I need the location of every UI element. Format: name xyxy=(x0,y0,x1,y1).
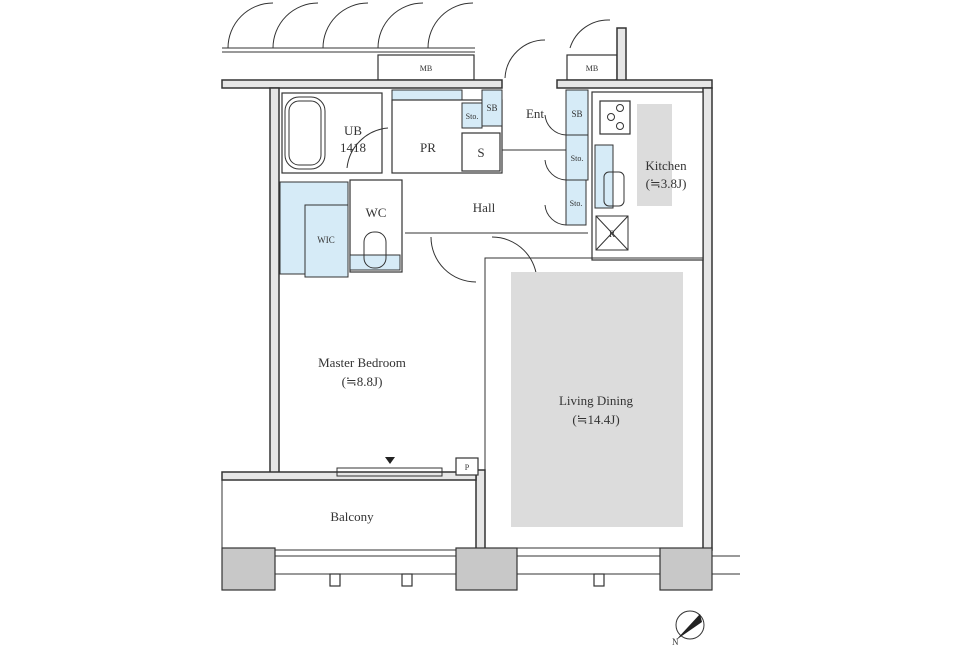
sink-icon xyxy=(603,171,625,207)
column-center xyxy=(455,547,518,591)
living-dining-furniture-area xyxy=(511,272,683,527)
living-dining-label: Living Dining xyxy=(559,393,634,408)
corridor-doors xyxy=(222,2,611,79)
balcony xyxy=(221,479,477,551)
s-label: S xyxy=(477,145,484,160)
unit-bath xyxy=(281,92,383,174)
compass-icon: N xyxy=(672,610,705,646)
pipe-space-label: P xyxy=(465,463,470,472)
kitchen-label: Kitchen xyxy=(645,158,687,173)
pipe-space xyxy=(455,457,479,476)
refrigerator-label: R xyxy=(609,229,615,239)
bathtub-icon xyxy=(284,96,326,170)
mb-right-label: MB xyxy=(586,64,598,73)
living-dining-size-label: (≒14.4J) xyxy=(572,412,619,427)
wic-label: WIC xyxy=(317,235,335,245)
balcony-label: Balcony xyxy=(330,509,374,524)
ent-label: Ent xyxy=(526,106,544,121)
sto-ent-1-label: Sto. xyxy=(571,154,584,163)
window-marker-icon xyxy=(385,457,395,464)
sb-ent-label: SB xyxy=(571,109,582,119)
sto-ent-2-label: Sto. xyxy=(570,199,583,208)
toilet-icon xyxy=(363,231,387,269)
sb-pr-label: SB xyxy=(486,103,497,113)
pr-label: PR xyxy=(420,140,436,155)
stove-icon xyxy=(599,100,631,135)
compass-north-label: N xyxy=(672,637,679,646)
wc-label: WC xyxy=(366,205,387,220)
column-right xyxy=(659,547,713,591)
master-bedroom-label: Master Bedroom xyxy=(318,355,406,370)
ub-size-label: 1418 xyxy=(340,140,366,155)
kitchen-size-label: (≒3.8J) xyxy=(646,176,687,191)
master-bedroom-size-label: (≒8.8J) xyxy=(342,374,383,389)
hall-label: Hall xyxy=(473,200,496,215)
washing-machine xyxy=(461,132,501,172)
sto-pr-label: Sto. xyxy=(466,112,479,121)
mb-left-label: MB xyxy=(420,64,432,73)
column-left xyxy=(221,547,276,591)
ub-label: UB xyxy=(344,123,362,138)
refrigerator xyxy=(595,215,629,251)
bedroom-window xyxy=(336,467,443,477)
